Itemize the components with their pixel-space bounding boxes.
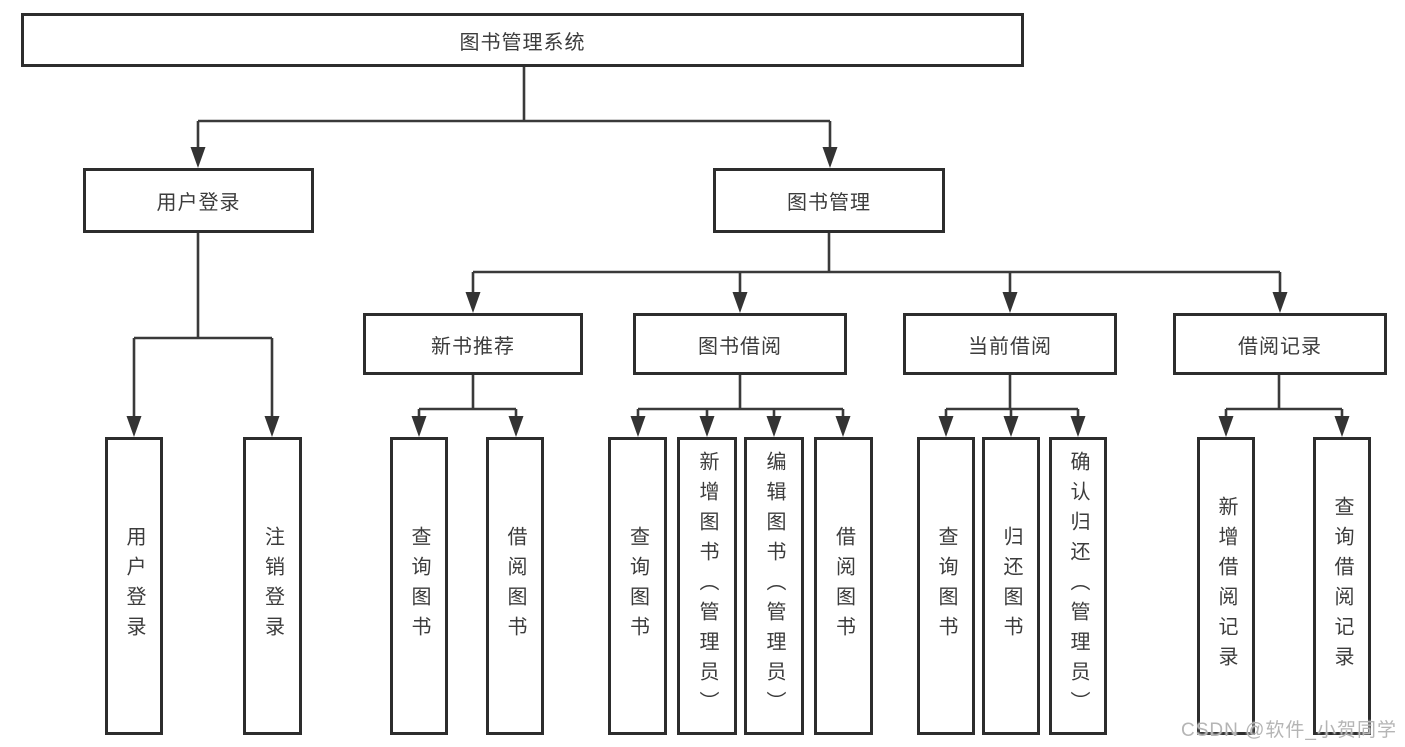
leaf-edit-books-admin-label: 编辑图书（管理员） — [763, 451, 785, 721]
node-borrow-records-label: 借阅记录 — [1238, 335, 1322, 358]
leaf-borrow-books: 借阅图书 — [814, 437, 873, 735]
leaf-borrow-books-recommend-label: 借阅图书 — [504, 526, 526, 646]
node-library-system: 图书管理系统 — [21, 13, 1024, 67]
node-borrow-records: 借阅记录 — [1173, 313, 1387, 375]
leaf-add-books-admin: 新增图书（管理员） — [677, 437, 737, 735]
node-current-borrow-label: 当前借阅 — [968, 335, 1052, 358]
leaf-return-books-label: 归还图书 — [1000, 526, 1022, 646]
leaf-borrow-books-label: 借阅图书 — [832, 526, 855, 646]
node-book-borrow-label: 图书借阅 — [698, 335, 782, 358]
leaf-return-books: 归还图书 — [982, 437, 1040, 735]
leaf-query-books-borrow-label: 查询图书 — [626, 526, 649, 646]
leaf-logout: 注销登录 — [243, 437, 302, 735]
leaf-query-books-recommend-label: 查询图书 — [408, 526, 430, 646]
leaf-query-books-recommend: 查询图书 — [390, 437, 448, 735]
node-user-login-label: 用户登录 — [156, 192, 241, 214]
node-current-borrow: 当前借阅 — [903, 313, 1117, 375]
leaf-add-borrow-record-label: 新增借阅记录 — [1215, 496, 1237, 676]
node-book-management-label: 图书管理 — [787, 192, 871, 214]
leaf-confirm-return-admin: 确认归还（管理员） — [1049, 437, 1107, 735]
leaf-user-login: 用户登录 — [105, 437, 163, 735]
leaf-query-books-borrow: 查询图书 — [608, 437, 667, 735]
leaf-query-borrow-record: 查询借阅记录 — [1313, 437, 1371, 735]
node-new-book-recommend: 新书推荐 — [363, 313, 583, 375]
leaf-logout-label: 注销登录 — [261, 526, 284, 646]
leaf-add-books-admin-label: 新增图书（管理员） — [696, 451, 718, 721]
leaf-query-books-current-label: 查询图书 — [935, 526, 957, 646]
leaf-edit-books-admin: 编辑图书（管理员） — [744, 437, 804, 735]
node-book-management: 图书管理 — [713, 168, 945, 233]
node-user-login: 用户登录 — [83, 168, 314, 233]
leaf-borrow-books-recommend: 借阅图书 — [486, 437, 544, 735]
leaf-confirm-return-admin-label: 确认归还（管理员） — [1067, 451, 1089, 721]
leaf-user-login-label: 用户登录 — [123, 526, 145, 646]
leaf-query-borrow-record-label: 查询借阅记录 — [1331, 496, 1353, 676]
csdn-watermark: CSDN @软件_小贺同学 — [1181, 720, 1397, 741]
node-new-book-recommend-label: 新书推荐 — [431, 335, 515, 358]
leaf-add-borrow-record: 新增借阅记录 — [1197, 437, 1255, 735]
node-library-system-label: 图书管理系统 — [459, 31, 586, 54]
leaf-query-books-current: 查询图书 — [917, 437, 975, 735]
node-book-borrow: 图书借阅 — [633, 313, 847, 375]
